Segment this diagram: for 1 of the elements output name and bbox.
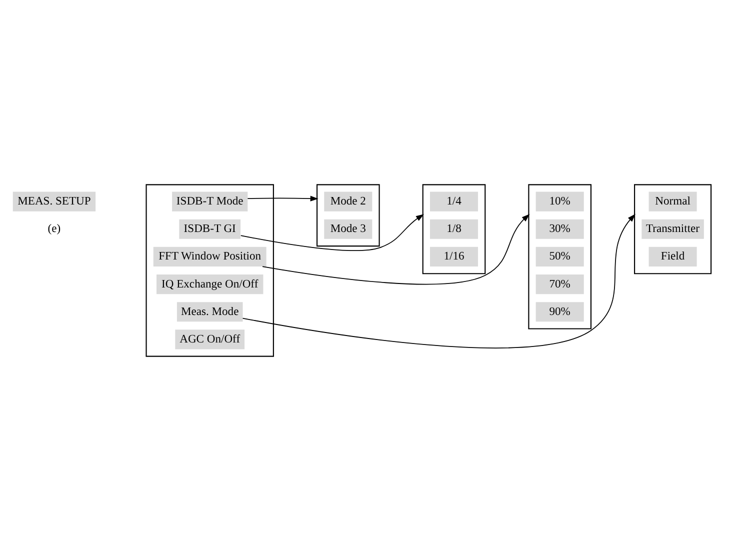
node-label: (e) [48,222,61,235]
